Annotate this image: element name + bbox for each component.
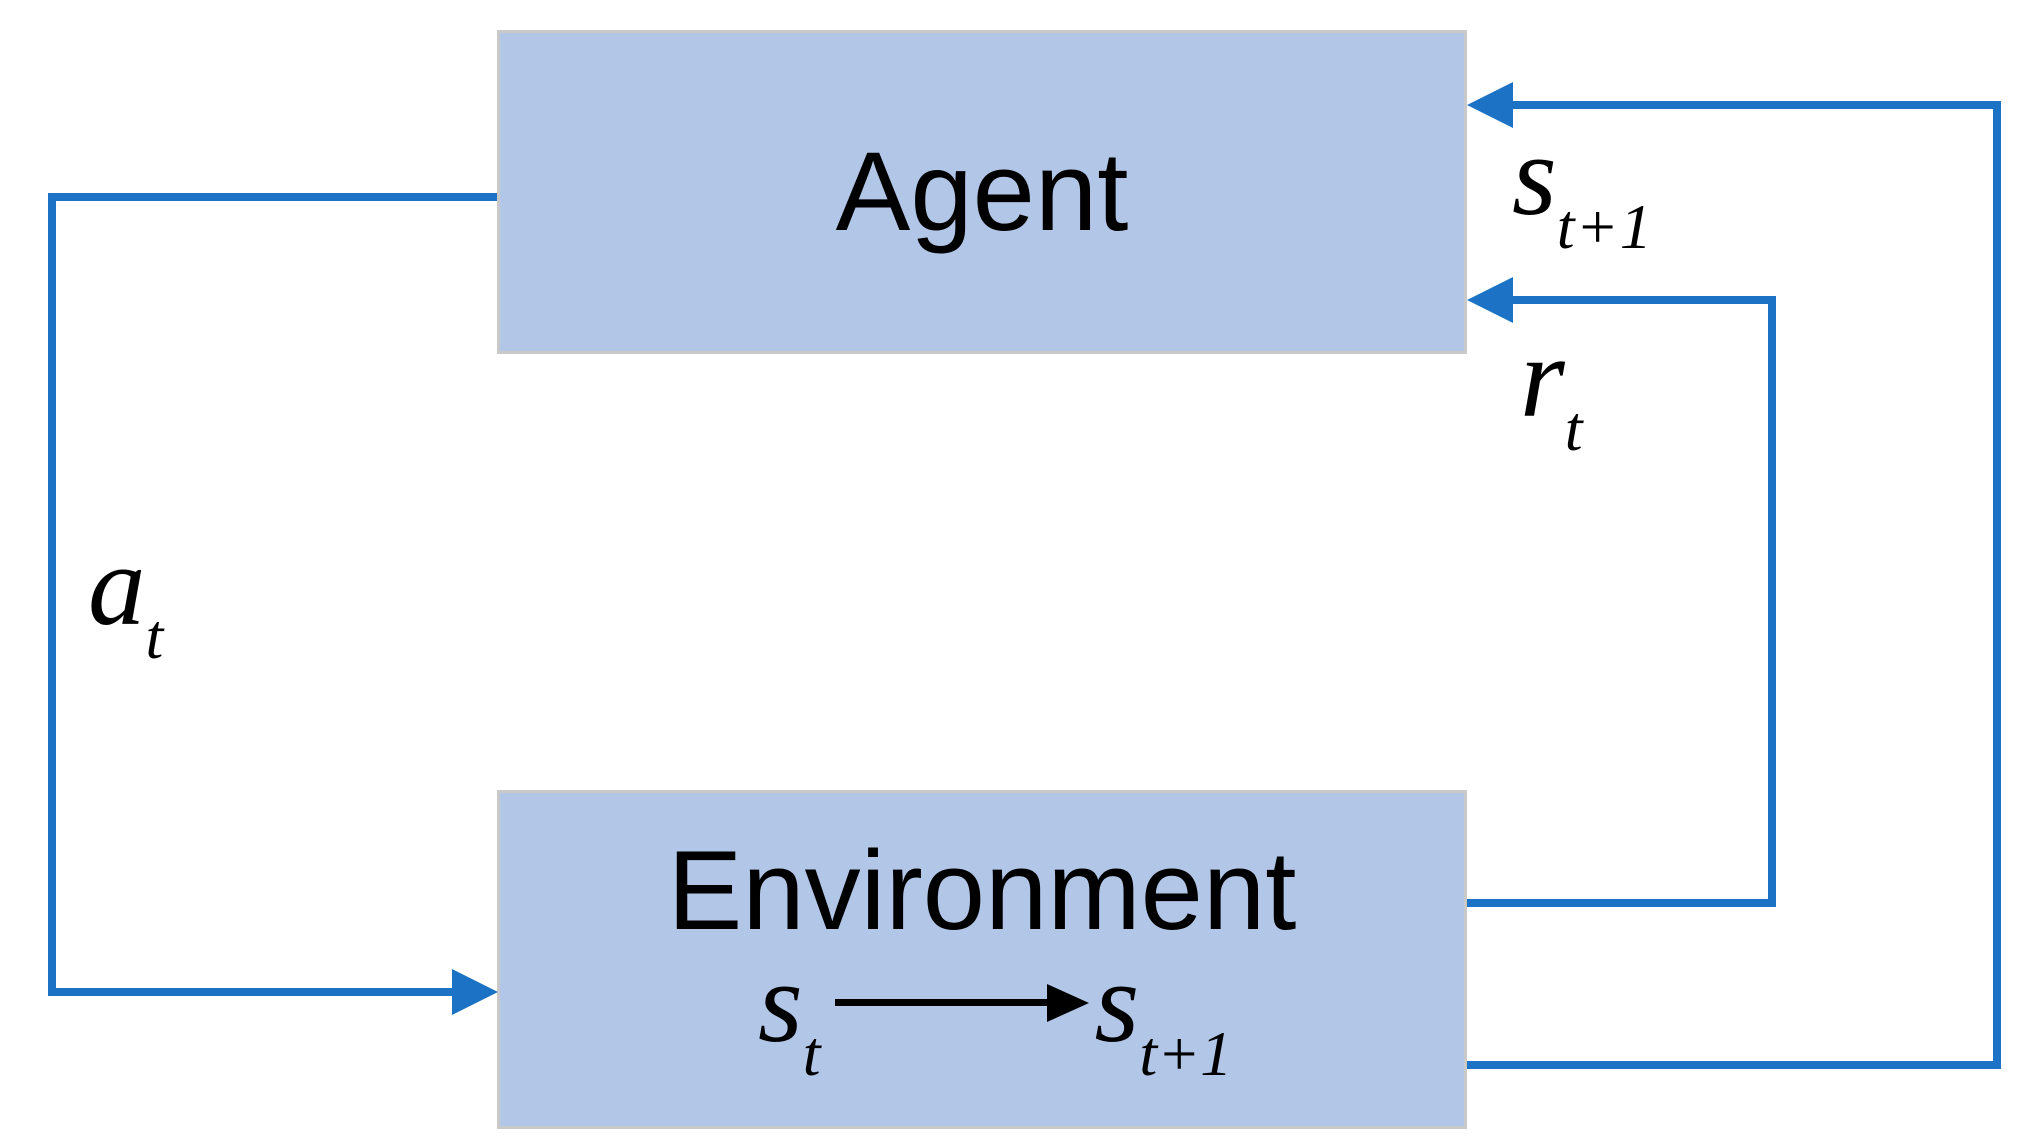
formula-lhs: st: [758, 945, 821, 1086]
node-agent: Agent: [497, 30, 1467, 354]
next-state-edge-segment-top: [1511, 101, 2001, 109]
formula-rhs-base: s: [1094, 939, 1140, 1066]
node-environment: Environment st st+1: [497, 790, 1467, 1129]
agent-label: Agent: [835, 129, 1129, 254]
next-state-edge-segment-right: [1993, 101, 2001, 1069]
formula-rhs: st+1: [1095, 945, 1233, 1086]
formula-lhs-subscript: t: [802, 1018, 821, 1089]
state-transition-arrowhead-icon: [1046, 983, 1089, 1022]
environment-state-transition-formula: st st+1: [758, 945, 1233, 1086]
environment-label: Environment: [667, 828, 1297, 953]
action-edge-segment-bottom: [48, 988, 452, 996]
action-edge-segment-left: [48, 193, 56, 996]
next-state-arrowhead-icon: [1467, 82, 1513, 128]
edge-label-next-state-base: s: [1512, 112, 1557, 239]
edge-label-action-base: a: [88, 522, 146, 649]
edge-label-reward-subscript: t: [1564, 393, 1584, 464]
edge-label-reward-base: r: [1520, 314, 1565, 441]
next-state-edge-segment-bottom: [1467, 1061, 2001, 1069]
state-transition-arrow: [834, 983, 1089, 1022]
edge-label-action-subscript: t: [145, 601, 165, 672]
edge-label-next-state-subscript: t+1: [1556, 191, 1653, 262]
edge-label-action: at: [88, 528, 164, 669]
action-arrowhead-icon: [452, 969, 498, 1015]
formula-lhs-base: s: [758, 939, 803, 1066]
reward-edge-segment-bottom: [1467, 899, 1776, 907]
reward-arrowhead-icon: [1467, 277, 1513, 323]
action-edge-segment-top: [48, 193, 497, 201]
edge-label-next-state: st+1: [1512, 118, 1653, 259]
formula-rhs-subscript: t+1: [1139, 1018, 1233, 1089]
state-transition-arrow-line: [834, 999, 1047, 1006]
edge-label-reward: rt: [1520, 320, 1584, 461]
reward-edge-segment-right: [1768, 296, 1776, 907]
reward-edge-segment-top: [1511, 296, 1776, 304]
